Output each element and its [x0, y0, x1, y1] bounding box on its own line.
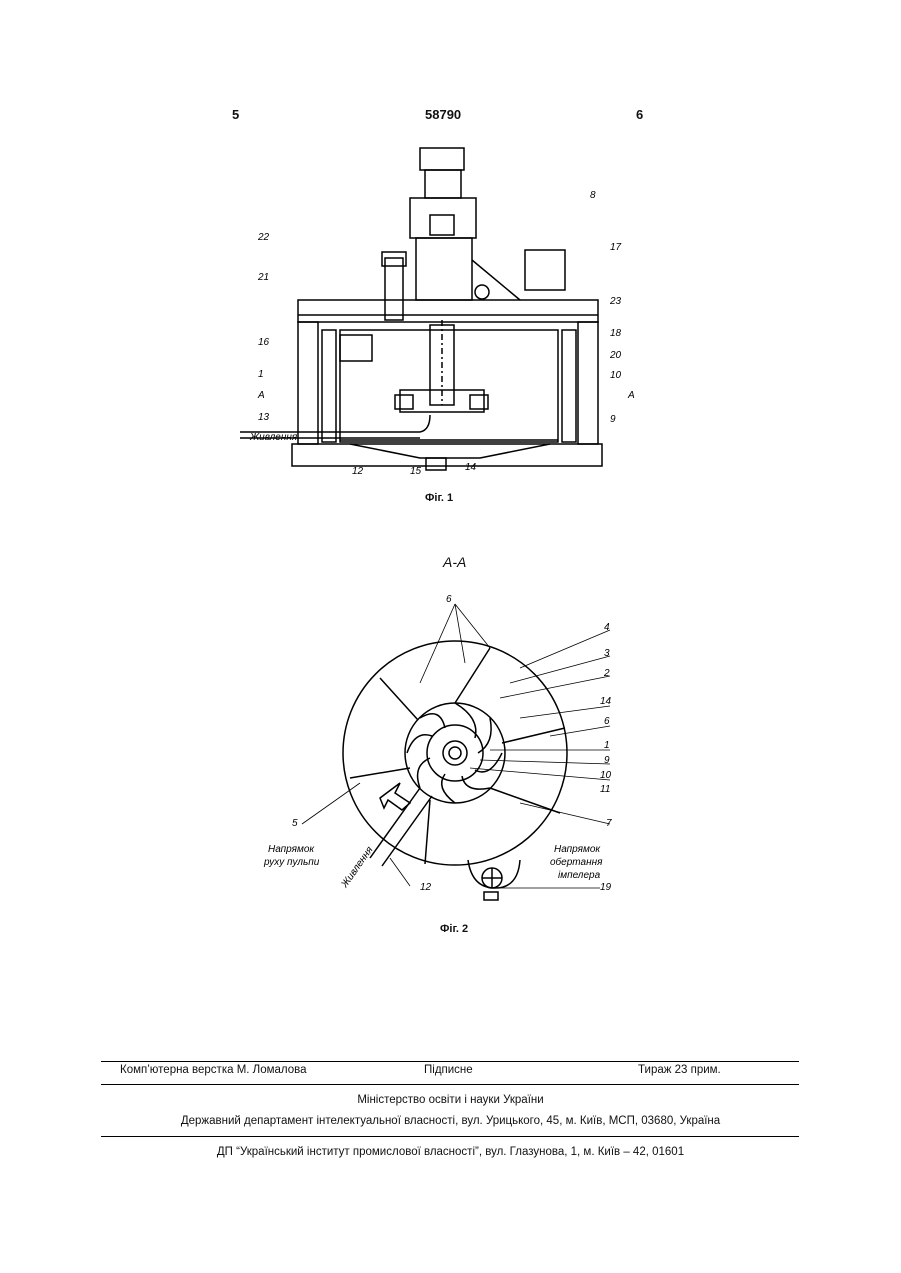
fig2-label-5: 5 [292, 818, 298, 829]
fig2-label-1: 1 [604, 740, 610, 751]
fig1-section-mark-left: A [257, 390, 265, 401]
fig2-feed-label: Живлення [339, 844, 376, 890]
footer-rule-middle [101, 1084, 799, 1085]
footer-circulation: Тираж 23 прим. [638, 1064, 721, 1076]
fig2-impeller-direction-line1: Напрямок [554, 844, 601, 855]
figure-2-caption: Фіг. 2 [440, 923, 468, 935]
footer-layout-credit: Комп’ютерна верстка М. Ломалова [120, 1064, 307, 1076]
fig1-label-10: 10 [610, 370, 622, 381]
fig2-label-7: 7 [606, 818, 612, 829]
fig1-label-20: 20 [609, 350, 622, 361]
figure-2-drawing: 6 4 3 2 14 6 1 9 10 11 7 5 12 19 Напрямо… [250, 588, 630, 908]
footer-rule-bottom [101, 1136, 799, 1137]
footer-rule-top [101, 1061, 799, 1062]
fig1-label-15: 15 [410, 466, 422, 477]
section-title-a-a: A-A [443, 554, 466, 570]
fig1-label-17: 17 [610, 242, 622, 253]
fig2-label-2: 2 [603, 668, 610, 679]
fig1-label-1: 1 [258, 369, 264, 380]
fig1-label-14: 14 [465, 462, 477, 473]
fig2-label-14: 14 [600, 696, 612, 707]
fig2-label-4: 4 [604, 622, 610, 633]
fig2-impeller-direction-line3: імпелера [558, 870, 601, 881]
page-number-right: 6 [636, 107, 643, 122]
fig1-label-9: 9 [610, 414, 616, 425]
fig1-section-mark-right: A [627, 390, 635, 401]
fig2-impeller-direction-line2: обертання [550, 856, 603, 868]
fig2-label-9: 9 [604, 755, 610, 766]
fig2-label-12: 12 [420, 882, 432, 893]
footer-department: Державний департамент інтелектуальної вл… [0, 1115, 901, 1127]
page-number-left: 5 [232, 107, 239, 122]
footer-ministry: Міністерство освіти і науки України [0, 1094, 901, 1106]
fig2-label-19: 19 [600, 882, 612, 893]
fig2-pulp-direction-line2: руху пульпи [263, 857, 320, 868]
fig1-feed-label: Живлення [249, 432, 298, 443]
footer-signed: Підписне [424, 1064, 473, 1076]
fig2-label-11: 11 [600, 784, 610, 795]
fig1-label-8: 8 [590, 190, 596, 201]
fig1-label-16: 16 [258, 337, 270, 348]
fig2-label-6-top: 6 [446, 594, 452, 605]
fig2-label-3: 3 [604, 648, 610, 659]
footer-institute: ДП “Український інститут промислової вла… [0, 1146, 901, 1158]
patent-number: 58790 [425, 107, 461, 122]
fig2-pulp-direction-line1: Напрямок [268, 844, 315, 855]
figure-1-caption: Фіг. 1 [425, 492, 453, 504]
fig2-label-10: 10 [600, 770, 612, 781]
fig1-label-23: 23 [609, 296, 622, 307]
fig2-label-6-right: 6 [604, 716, 610, 727]
fig1-label-21: 21 [257, 272, 269, 283]
fig1-label-22: 22 [257, 232, 270, 243]
fig1-label-18: 18 [610, 328, 622, 339]
figure-1-drawing: 8 22 17 21 23 18 16 20 1 10 A A 13 9 Жив… [220, 140, 660, 490]
fig1-label-12: 12 [352, 466, 364, 477]
fig1-label-13: 13 [258, 412, 270, 423]
